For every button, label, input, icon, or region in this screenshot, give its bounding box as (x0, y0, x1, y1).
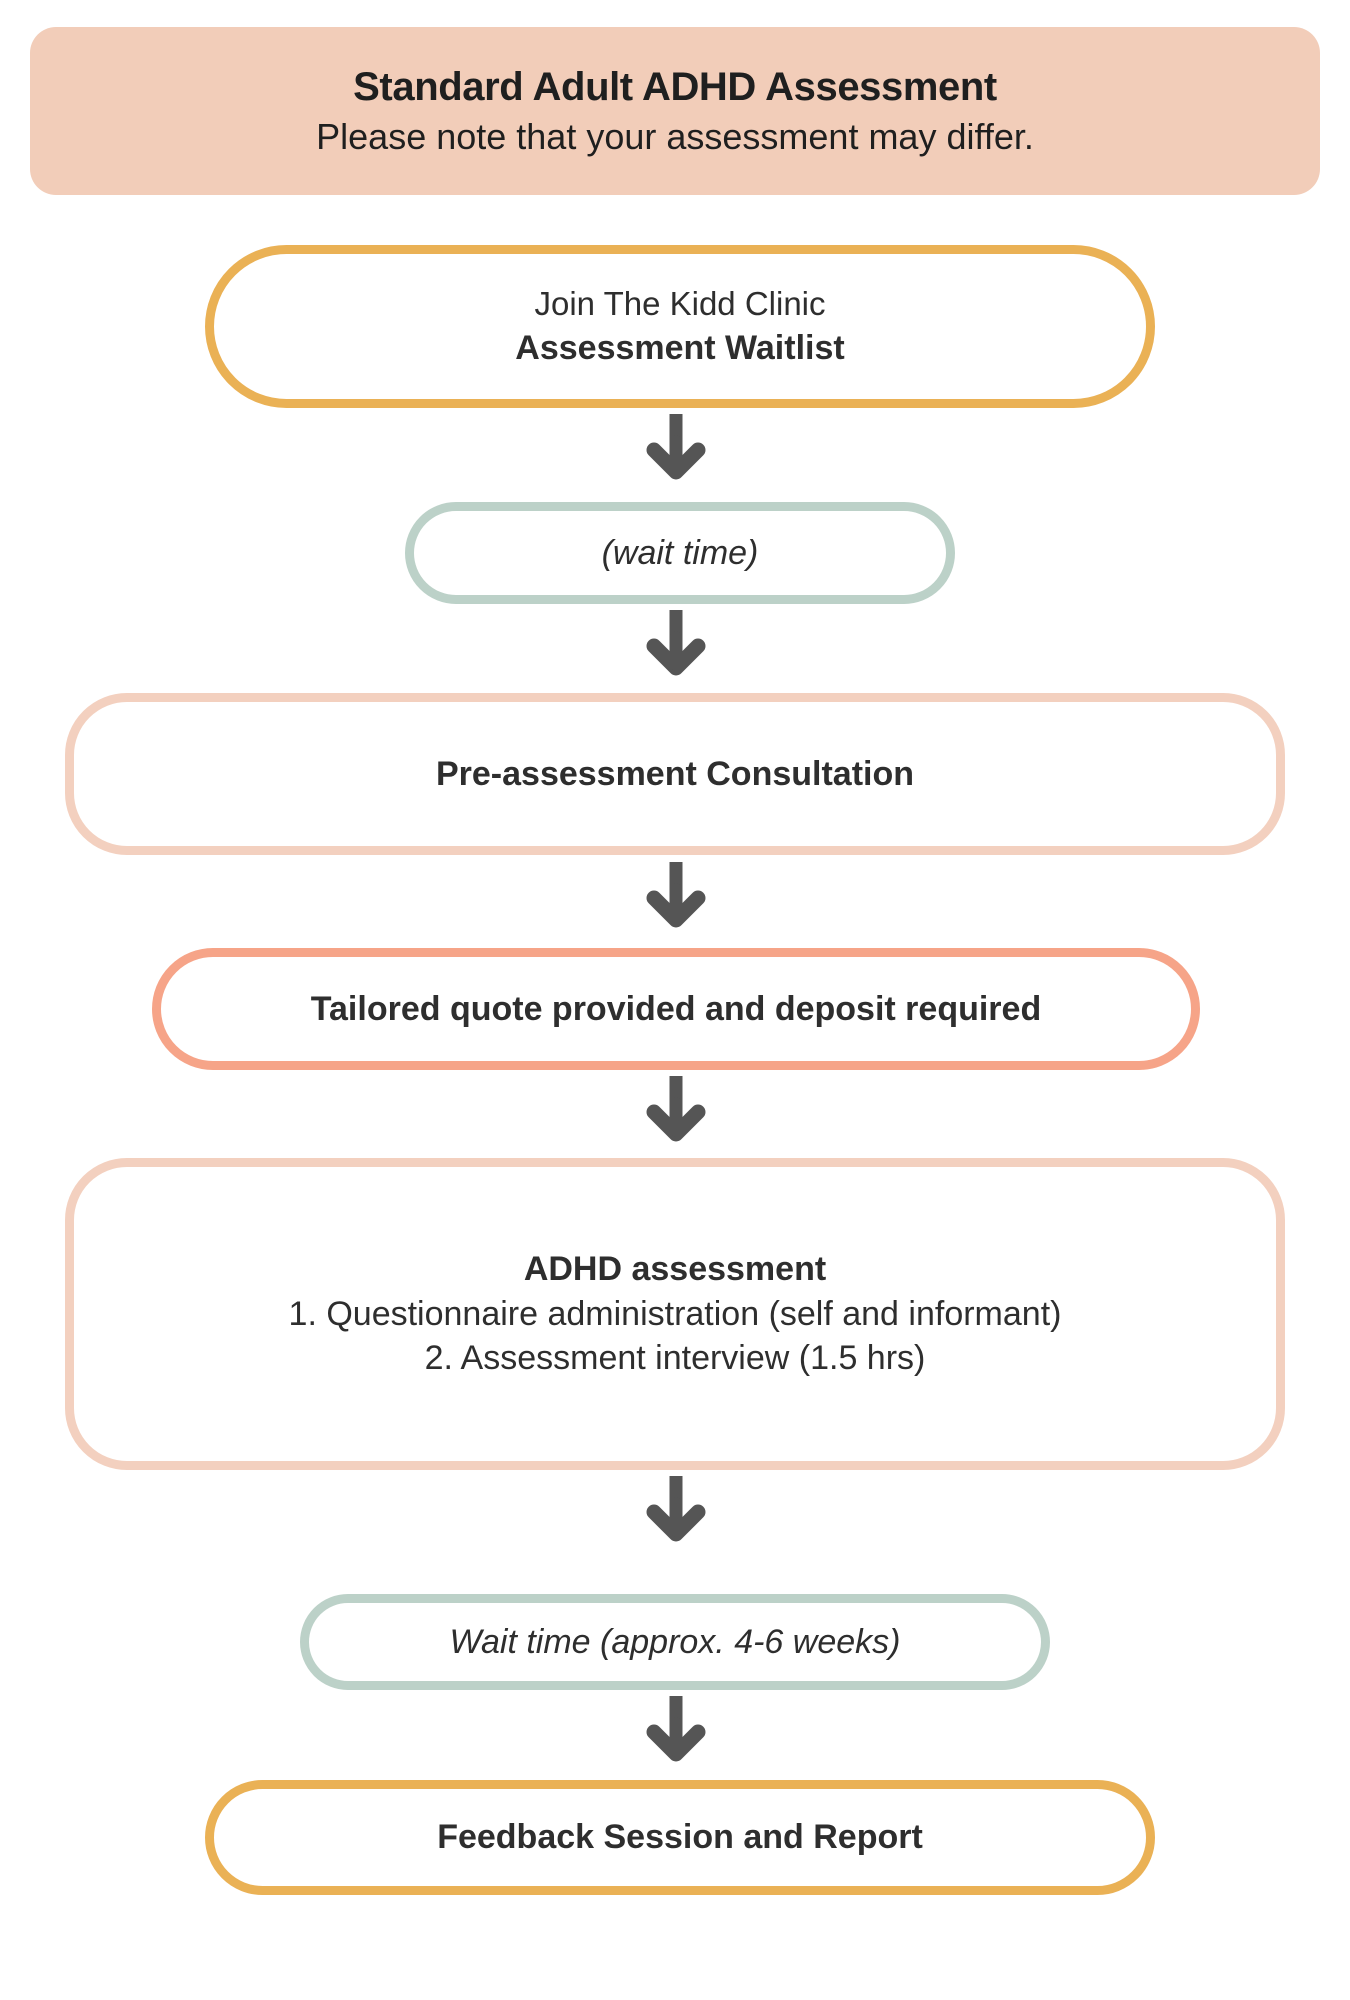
flow-step-wait-time-2[interactable]: Wait time (approx. 4-6 weeks) (300, 1594, 1050, 1690)
down-arrow-icon (646, 412, 706, 482)
header-banner: Standard Adult ADHD Assessment Please no… (30, 27, 1320, 195)
flow-step-tailored-quote[interactable]: Tailored quote provided and deposit requ… (152, 948, 1200, 1070)
down-arrow-icon (646, 1474, 706, 1544)
flow-step-wait-time-1-label: (wait time) (601, 533, 759, 572)
flow-step-waitlist-line-1: Join The Kidd Clinic (534, 285, 826, 323)
down-arrow-icon (646, 608, 706, 678)
flow-step-adhd-assessment-item-2: 2. Assessment interview (1.5 hrs) (424, 1339, 926, 1378)
down-arrow-icon (646, 1074, 706, 1144)
flow-step-adhd-assessment-title: ADHD assessment (523, 1249, 827, 1288)
flow-step-pre-assessment-consultation[interactable]: Pre-assessment Consultation (65, 693, 1285, 855)
flow-step-adhd-assessment[interactable]: ADHD assessment 1. Questionnaire adminis… (65, 1158, 1285, 1470)
flow-step-adhd-assessment-item-1: 1. Questionnaire administration (self an… (288, 1294, 1062, 1333)
flow-step-feedback-session[interactable]: Feedback Session and Report (205, 1780, 1155, 1895)
flow-step-pre-assessment-consultation-label: Pre-assessment Consultation (435, 754, 915, 793)
flow-step-waitlist-line-2: Assessment Waitlist (515, 328, 845, 367)
flow-step-feedback-session-label: Feedback Session and Report (437, 1818, 923, 1857)
flow-step-wait-time-1[interactable]: (wait time) (405, 502, 955, 604)
flow-step-waitlist[interactable]: Join The Kidd Clinic Assessment Waitlist (205, 245, 1155, 408)
page-subtitle: Please note that your assessment may dif… (316, 116, 1034, 157)
flow-step-wait-time-2-label: Wait time (approx. 4-6 weeks) (449, 1622, 901, 1661)
down-arrow-icon (646, 1694, 706, 1764)
flow-step-tailored-quote-label: Tailored quote provided and deposit requ… (310, 989, 1042, 1028)
down-arrow-icon (646, 860, 706, 930)
page-title: Standard Adult ADHD Assessment (353, 64, 997, 109)
